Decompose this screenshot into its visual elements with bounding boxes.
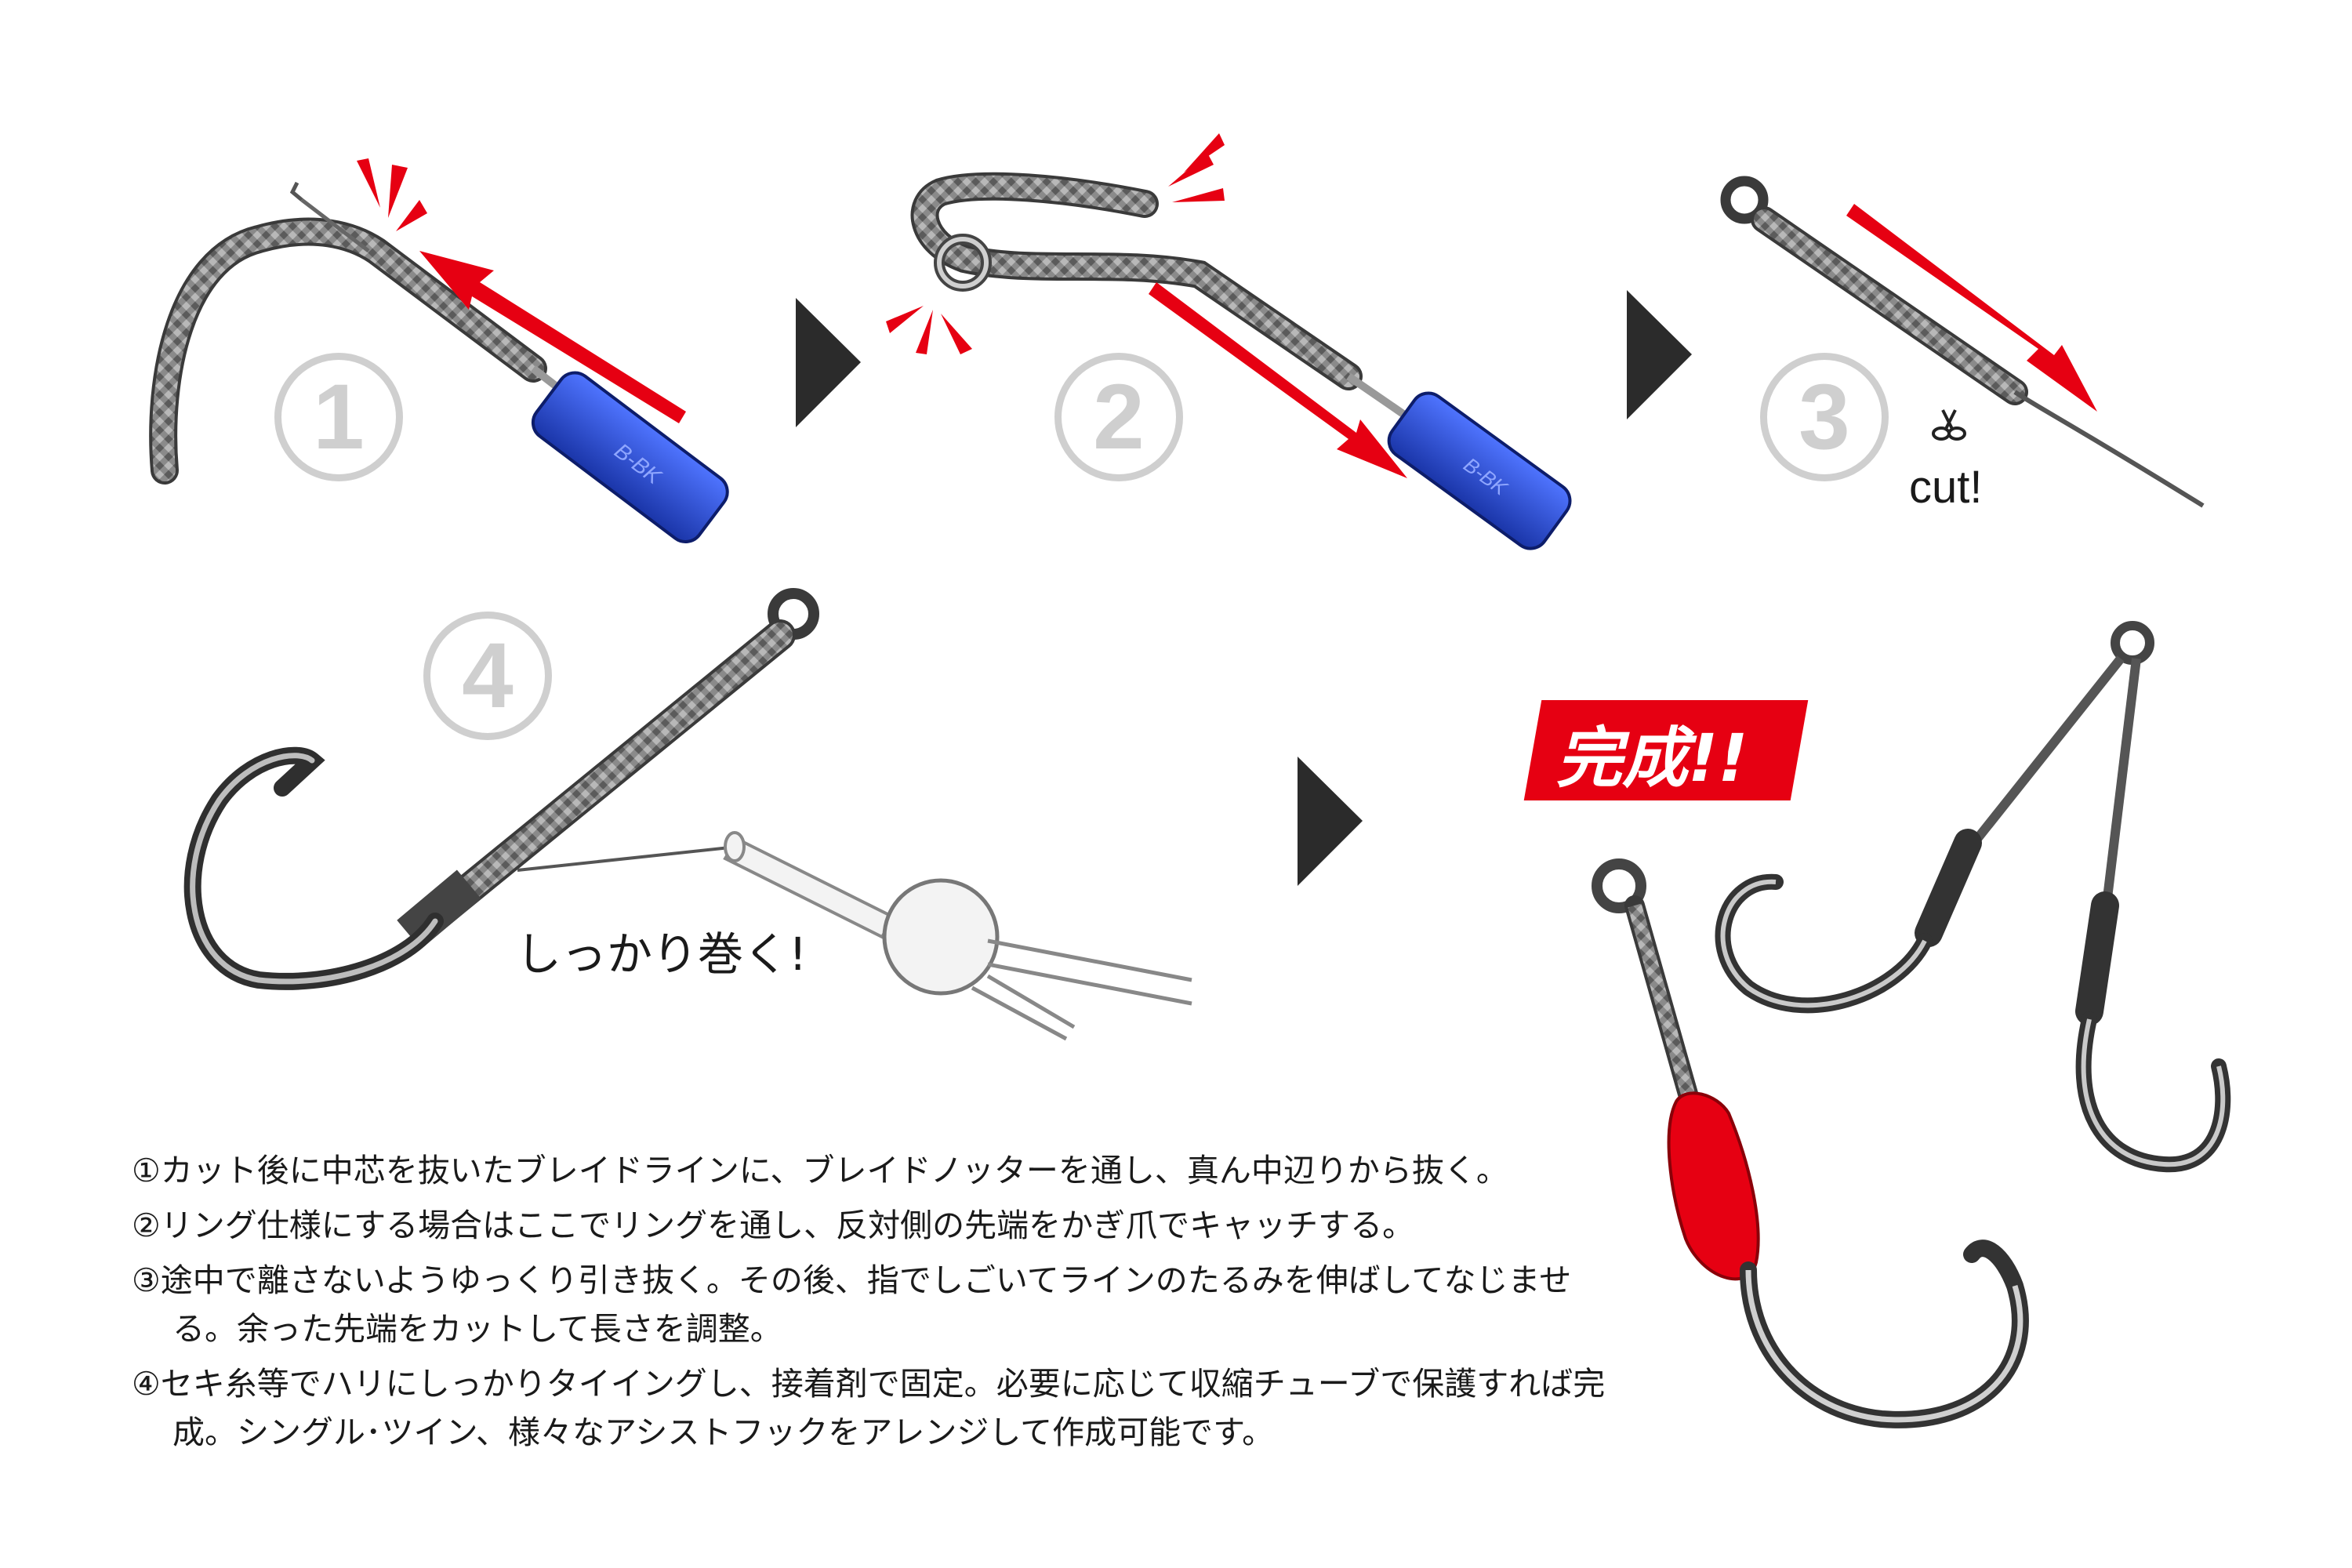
step2-illustration: B-BK (886, 133, 1572, 550)
single-hook (1740, 1240, 2029, 1428)
scissors-icon (1932, 409, 1966, 441)
pull-arrow-step1 (419, 251, 686, 423)
shrink-tube-red (1667, 1091, 1760, 1281)
cut-label: cut! (1909, 462, 1983, 513)
step-number-2: 2 (1054, 353, 1183, 481)
next-arrow-icon (1627, 290, 1692, 419)
step-number-1: 1 (274, 353, 403, 481)
completed-badge-text: 完成!! (1556, 719, 1748, 797)
twin-hook-left (1715, 873, 1933, 1014)
instruction-4: ④セキ糸等でハリにしっかりタイイングし、接着剤で固定。必要に応じて収縮チューブで… (132, 1365, 1606, 1451)
pull-arrow-step2 (1149, 282, 1407, 478)
instruction-2: ②リング仕様にする場合はここでリングを通し、反対側の先端をかぎ爪でキャッチする。 (132, 1207, 1415, 1244)
finished-single-assist-hook (1592, 858, 2029, 1428)
emphasis-marks-step1 (357, 158, 427, 231)
instruction-1: ①カット後に中芯を抜いたブレイドラインに、ブレイドノッターを通し、真ん中辺りから… (132, 1152, 1508, 1189)
emphasis-marks-step2-bottom (886, 306, 972, 354)
step-number-3: 3 (1760, 353, 1889, 481)
ring-step3 (1720, 176, 1769, 224)
step4-illustration (183, 588, 1192, 1041)
braid-loop-step2 (910, 172, 1363, 390)
step3-illustration (1720, 176, 2205, 508)
twin-hook-right (2075, 1011, 2231, 1173)
bobbin-holder (517, 831, 1192, 1041)
excess-line-step3 (2013, 390, 2205, 508)
instruction-3: ③途中で離さないようゆっくり引き抜く。その後、指でしごいてラインのたるみを伸ばし… (132, 1261, 1572, 1348)
knotter-needle-step2 (1346, 372, 1414, 423)
step1-illustration: B-BK (149, 158, 729, 543)
knotter-tool-step2: B-BK (1387, 391, 1572, 550)
next-arrow-icon (1298, 757, 1363, 886)
finished-twin-assist-hooks (1715, 621, 2231, 1173)
wrap-label: しっかり巻く! (516, 927, 808, 981)
next-arrow-icon (796, 298, 861, 427)
pull-arrow-step3 (1846, 204, 2097, 412)
emphasis-marks-step2-top (1168, 133, 1225, 202)
step-number-4: 4 (423, 612, 552, 740)
instruction-list: ①カット後に中芯を抜いたブレイドラインに、ブレイドノッターを通し、真ん中辺りから… (132, 1146, 1621, 1463)
knotter-tool-step1: B-BK (531, 371, 729, 543)
